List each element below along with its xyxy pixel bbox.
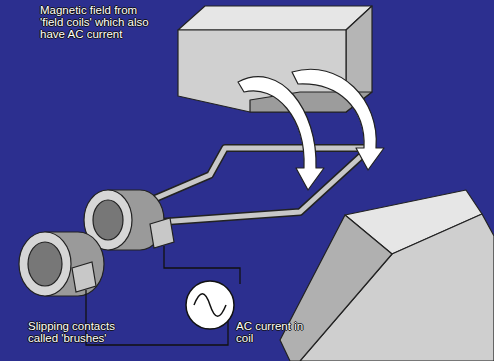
slip-ring-face (19, 232, 71, 296)
ac-source (186, 281, 234, 329)
brush (72, 262, 96, 292)
label: AC current in coil (236, 320, 306, 344)
label: Slipping contacts called 'brushes' (28, 320, 140, 344)
slip-ring-hole (93, 200, 123, 240)
field-arrow (238, 69, 384, 190)
brush (150, 218, 174, 248)
sine-symbol (194, 294, 226, 317)
slip-ring-hole (28, 242, 62, 286)
label: Magnetic field from 'field coils' which … (40, 4, 158, 40)
pole-side (280, 215, 392, 361)
coil (70, 148, 370, 250)
magnet-top (178, 6, 372, 30)
